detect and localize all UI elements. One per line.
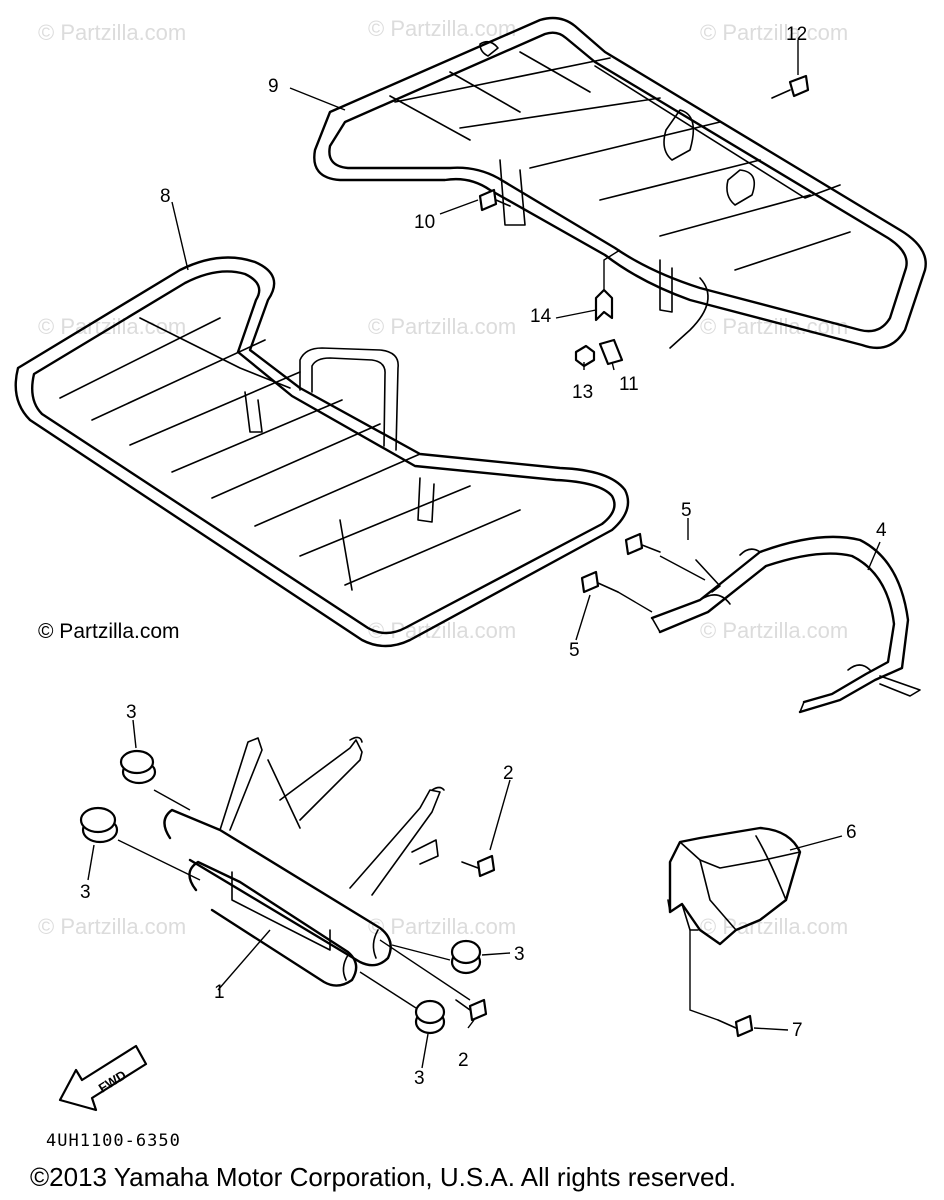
watermarks: © Partzilla.com © Partzilla.com © Partzi… [38, 16, 848, 939]
callout-7: 7 [792, 1020, 803, 1041]
connection-lines [117, 249, 719, 1021]
callout-5: 5 [681, 500, 692, 521]
copyright-notice: ©2013 Yamaha Motor Corporation, U.S.A. A… [30, 1162, 736, 1192]
grommets [79, 749, 482, 1035]
callout-numbers: 1 2 2 3 3 3 3 4 5 5 6 7 8 9 10 11 12 13 … [80, 24, 887, 1089]
watermark: © Partzilla.com [368, 314, 516, 339]
watermark: © Partzilla.com [700, 914, 848, 939]
callout-13: 13 [572, 382, 593, 403]
callout-9: 9 [268, 76, 279, 97]
callout-6: 6 [846, 822, 857, 843]
callout-4: 4 [876, 520, 887, 541]
callout-10: 10 [414, 212, 435, 233]
callout-8: 8 [160, 186, 171, 207]
front-carrier [14, 256, 630, 648]
callout-1: 1 [214, 982, 225, 1003]
callout-5: 5 [569, 640, 580, 661]
callout-12: 12 [786, 24, 807, 45]
callout-3: 3 [126, 702, 137, 723]
callout-11: 11 [619, 374, 639, 395]
callout-2: 2 [458, 1050, 469, 1071]
callout-3: 3 [80, 882, 91, 903]
fwd-arrow-icon: FWD [58, 1044, 148, 1112]
callout-14: 14 [530, 306, 552, 327]
watermark: © Partzilla.com [38, 914, 186, 939]
frame-tubes [163, 736, 445, 987]
diagram-code: 4UH1100-6350 [46, 1131, 181, 1151]
watermark: © Partzilla.com [700, 618, 848, 643]
watermark: © Partzilla.com [38, 20, 186, 45]
watermark: © Partzilla.com [368, 914, 516, 939]
watermark: © Partzilla.com [700, 20, 848, 45]
callout-2: 2 [503, 763, 514, 784]
callout-leaders [87, 40, 881, 1069]
watermark: © Partzilla.com [368, 16, 516, 41]
front-bracket [650, 535, 921, 714]
partzilla-caption: © Partzilla.com [38, 620, 180, 643]
bolts [455, 74, 810, 1038]
callout-3: 3 [514, 944, 525, 965]
callout-3: 3 [414, 1068, 425, 1089]
rear-carrier [313, 16, 927, 350]
